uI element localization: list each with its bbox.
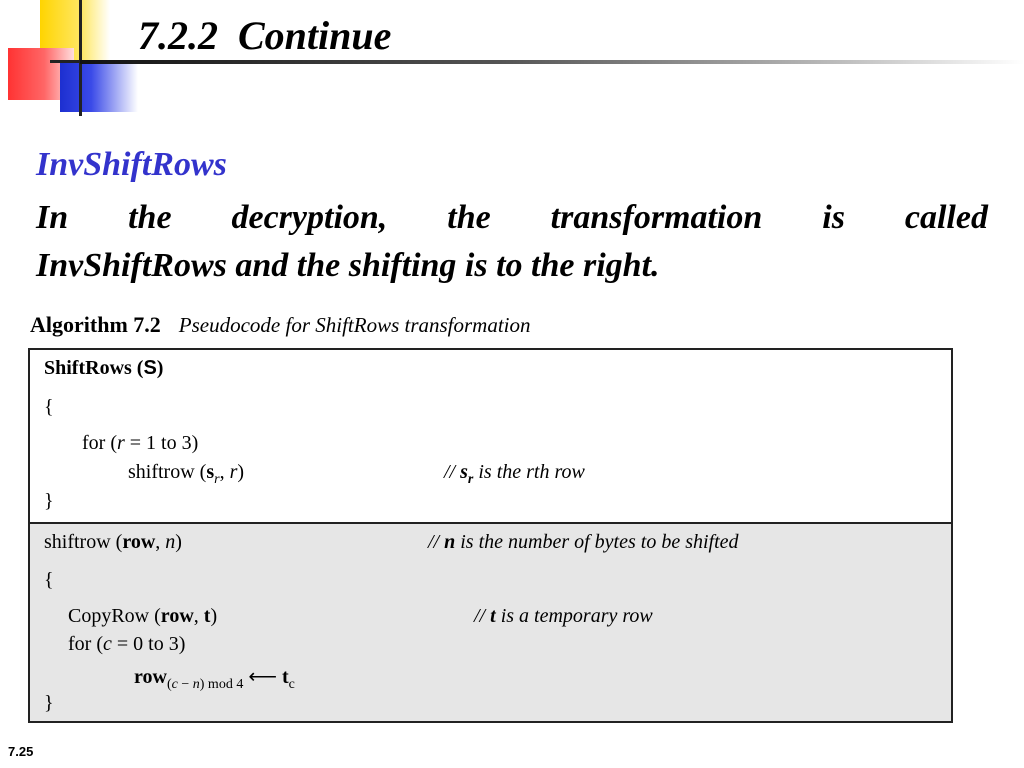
slide-logo [0,0,140,118]
code-close-brace: } [44,490,54,512]
word: is [822,199,845,236]
word: the [128,199,172,236]
code-comment-t: // t is a temporary row [474,605,653,627]
paragraph-line-2: InvShiftRows and the shifting is to the … [36,247,660,284]
left-arrow-icon: ⟵ [243,666,282,688]
slide-title: 7.2.2 Continue [138,13,392,58]
shiftrows-section: ShiftRows (S) { for (r = 1 to 3) shiftro… [30,350,951,524]
code-line-copyrow: CopyRow (row, t) [68,605,218,627]
code-line-assign: row(c − n) mod 4 ⟵ tc [134,666,295,692]
code-comment-n: // n is the number of bytes to be shifte… [428,531,739,553]
page-number: 7.25 [8,744,34,759]
code-comment-row: // sr is the rth row [444,461,585,487]
shiftrow-section: shiftrow (row, n) // n is the number of … [30,524,951,721]
section-heading: InvShiftRows [36,146,227,183]
algorithm-box: ShiftRows (S) { for (r = 1 to 3) shiftro… [28,348,953,723]
logo-blue-square [60,60,138,112]
code-line-for: for (r = 1 to 3) [82,432,199,454]
code-line-call: shiftrow (sr, r) [128,461,245,487]
paragraph-line-1: In the decryption, the transformation is… [36,194,988,242]
title-underline [80,60,1024,64]
body-paragraph: In the decryption, the transformation is… [36,194,988,290]
logo-vertical-line [79,0,82,116]
word: transformation [550,199,763,236]
code-open-brace: { [44,396,54,418]
code-line-fn-header: shiftrow (row, n) [44,531,182,553]
algorithm-caption: Algorithm 7.2 Pseudocode for ShiftRows tr… [30,312,531,338]
code-line-fn-header: ShiftRows (S) [44,357,164,379]
code-line-for: for (c = 0 to 3) [68,633,186,655]
code-close-brace: } [44,692,54,714]
algorithm-label: Algorithm 7.2 [30,312,161,337]
word: called [904,199,988,236]
algorithm-description: Pseudocode for ShiftRows transformation [178,313,531,337]
word: decryption, [231,199,388,236]
code-open-brace: { [44,569,54,591]
word: the [447,199,491,236]
word: In [36,199,69,236]
